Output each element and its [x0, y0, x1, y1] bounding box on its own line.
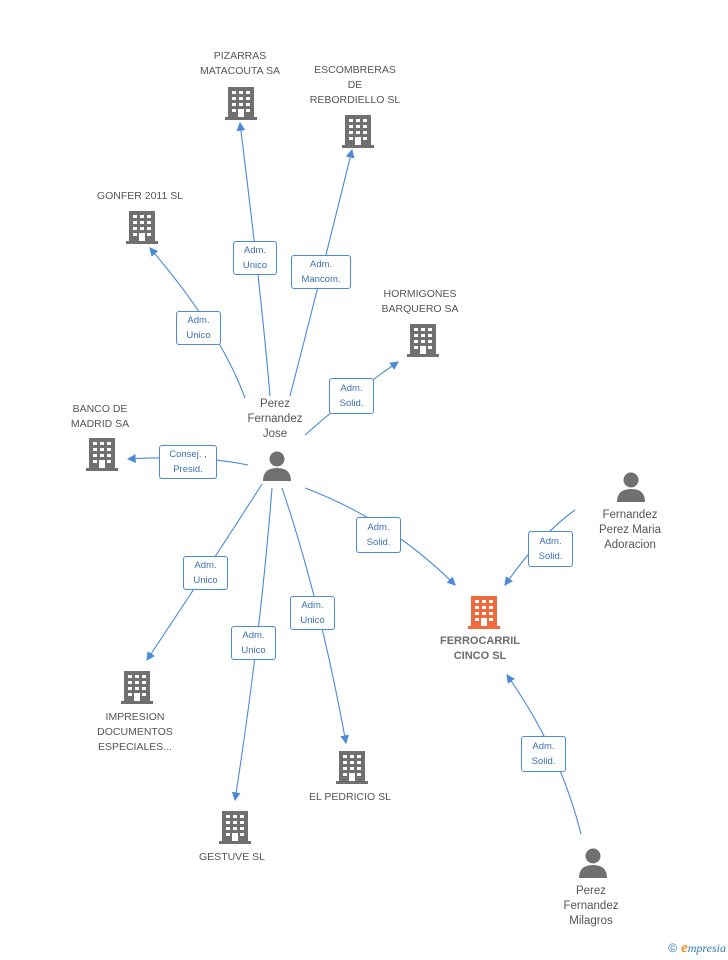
building-icon[interactable] [121, 671, 153, 704]
empresia-logo[interactable]: ©empresia [668, 940, 726, 957]
relation-badge-ferro-maria[interactable]: Adm. Solid. [528, 531, 573, 567]
node-label-pizarras[interactable]: PIZARRAS MATACOUTA SA [200, 50, 280, 77]
node-label-impresion[interactable]: IMPRESION DOCUMENTOS ESPECIALES... [97, 711, 173, 753]
person-icon[interactable] [617, 472, 645, 503]
relation-badge-pizarras[interactable]: Adm. Unico [233, 241, 277, 275]
node-label-escombreras[interactable]: ESCOMBRERAS DE REBORDIELLO SL [309, 64, 401, 106]
node-label-fernandez-maria[interactable]: Fernandez Perez Maria Adoracion [599, 509, 661, 551]
building-icon[interactable] [126, 211, 158, 244]
relation-badge-ferro-milagros[interactable]: Adm. Solid. [521, 736, 566, 772]
brand-initial: e [681, 940, 688, 956]
relation-badge-ferro-jose[interactable]: Adm. Solid. [356, 517, 401, 553]
edge-pizarras [236, 121, 271, 397]
building-icon-focus[interactable] [468, 596, 500, 629]
person-icon[interactable] [579, 848, 607, 879]
building-icon[interactable] [86, 438, 118, 471]
node-label-perez-jose[interactable]: Perez Fernandez Jose [247, 398, 303, 440]
relation-badge-impresion[interactable]: Adm. Unico [183, 556, 228, 590]
node-label-gestuve[interactable]: GESTUVE SL [199, 851, 265, 863]
node-label-perez-milagros[interactable]: Perez Fernandez Milagros [563, 885, 619, 927]
brand-name: mpresia [687, 941, 726, 955]
node-label-gonfer[interactable]: GONFER 2011 SL [96, 190, 184, 202]
building-icon[interactable] [336, 751, 368, 784]
relation-badge-banco[interactable]: Consej. , Presid. [159, 445, 217, 479]
relation-badge-gestuve[interactable]: Adm. Unico [231, 626, 276, 660]
relation-badge-escombreras[interactable]: Adm. Mancom. [291, 255, 351, 289]
building-icon[interactable] [225, 87, 257, 120]
node-label-pedricio[interactable]: EL PEDRICIO SL [309, 791, 391, 803]
node-label-hormigones[interactable]: HORMIGONES BARQUERO SA [381, 288, 459, 315]
person-icon[interactable] [263, 451, 291, 482]
copyright-symbol: © [668, 941, 678, 955]
relation-badge-gonfer[interactable]: Adm. Unico [176, 311, 221, 345]
building-icon[interactable] [219, 811, 251, 844]
node-label-ferrocarril[interactable]: FERROCARRIL CINCO SL [439, 635, 521, 662]
building-icon[interactable] [342, 115, 374, 148]
relation-badge-hormigones[interactable]: Adm. Solid. [329, 378, 374, 414]
relation-badge-pedricio[interactable]: Adm. Unico [290, 596, 335, 630]
node-label-banco[interactable]: BANCO DE MADRID SA [70, 403, 130, 430]
building-icon[interactable] [407, 324, 439, 357]
